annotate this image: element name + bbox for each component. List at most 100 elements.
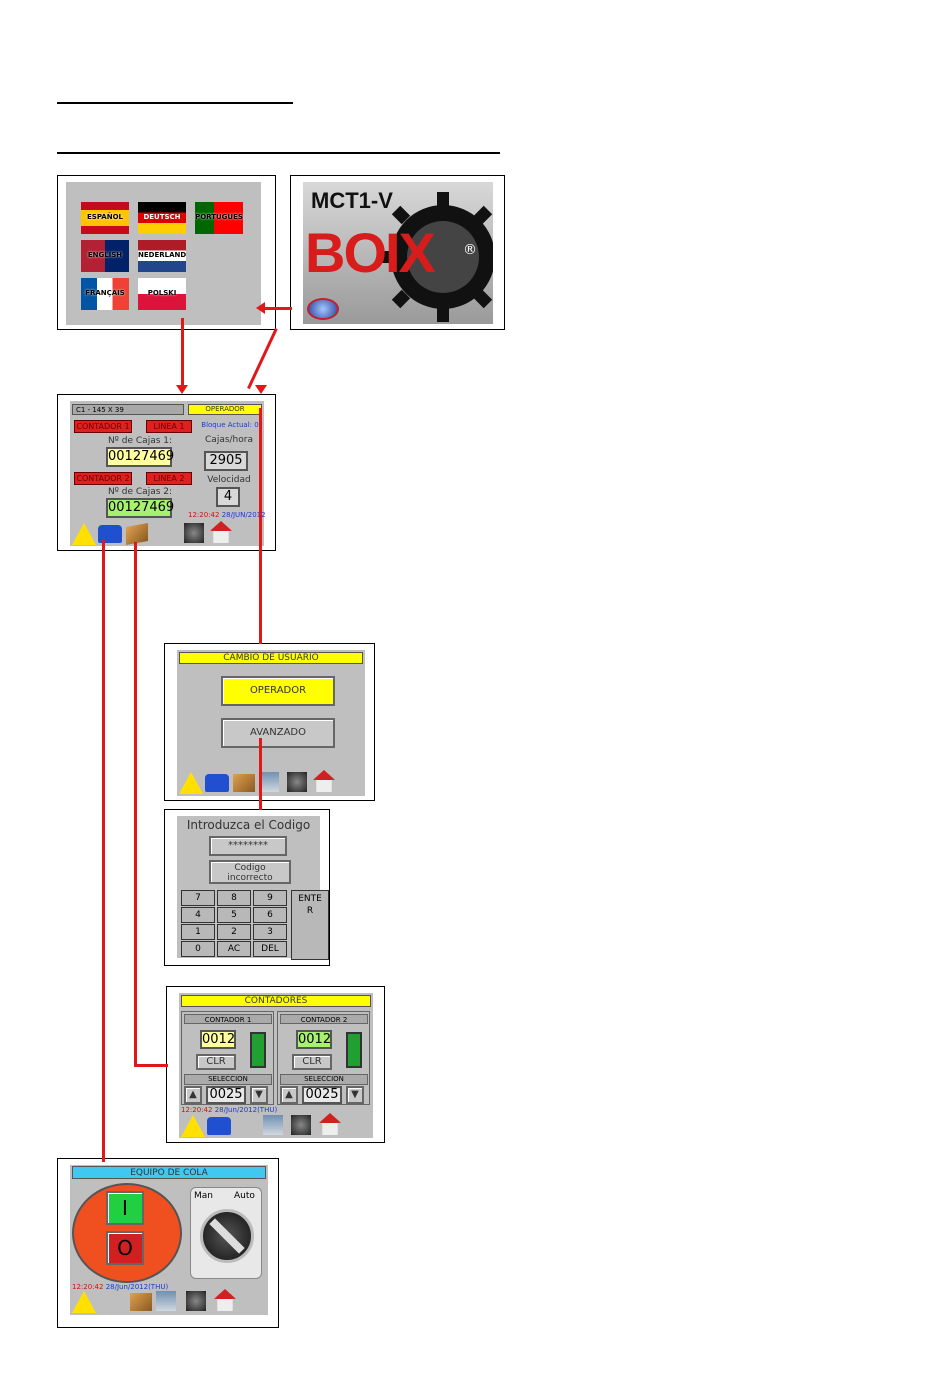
splash-screen: MCT1-V BOIX ®: [303, 182, 493, 324]
globe-icon[interactable]: [307, 298, 339, 320]
main-screen: C1 - 145 X 39 OPERADOR CONTADOR 1 LINEA …: [70, 401, 266, 546]
machine-icon[interactable]: [156, 1291, 176, 1311]
warning-icon[interactable]: [72, 1291, 96, 1313]
key-0[interactable]: 0: [181, 941, 215, 957]
key-1[interactable]: 1: [181, 924, 215, 940]
warning-icon[interactable]: [181, 1115, 205, 1137]
gauge-icon[interactable]: [184, 523, 204, 543]
contador1-button[interactable]: CONTADOR 1: [74, 420, 132, 433]
glue-equipment-icon[interactable]: [207, 1117, 231, 1135]
cola-title: EQUIPO DE COLA: [72, 1166, 266, 1179]
cajas1-label: Nº de Cajas 1:: [107, 436, 173, 446]
velocidad-label: Velocidad: [207, 475, 251, 485]
gauge-icon[interactable]: [287, 772, 307, 792]
glue-equipment-icon[interactable]: [205, 774, 229, 792]
connector-avanzado-to-codigo: [259, 738, 262, 810]
glue-equipment-icon[interactable]: [98, 525, 122, 543]
sel1-up-button[interactable]: ▲: [184, 1086, 202, 1104]
seleccion2-title: SELECCION: [280, 1074, 368, 1085]
warning-icon[interactable]: [72, 523, 96, 545]
key-2[interactable]: 2: [217, 924, 251, 940]
splash-title: MCT1-V: [311, 188, 393, 213]
linea1-button[interactable]: LINEA 1: [146, 420, 192, 433]
splash-brand: BOIX: [305, 221, 436, 284]
cola-datetime: 12:20:42 28/Jun/2012(THU): [72, 1283, 168, 1291]
contador2-button[interactable]: CONTADOR 2: [74, 472, 132, 485]
contador1-value: 0012: [200, 1030, 236, 1049]
linea2-button[interactable]: LINEA 2: [146, 472, 192, 485]
on-button[interactable]: I: [106, 1191, 144, 1225]
home-icon[interactable]: [214, 1289, 236, 1311]
codigo-screen-frame: Introduzca el Codigo ******** Codigo inc…: [164, 809, 330, 966]
contadores-time: 12:20:42: [181, 1106, 213, 1114]
codigo-title: Introduzca el Codigo: [186, 818, 311, 832]
velocidad-value: 4: [216, 487, 240, 507]
key-enter[interactable]: ENTER: [291, 890, 329, 960]
clr2-button[interactable]: CLR: [292, 1054, 332, 1070]
contador2-panel: CONTADOR 2 0012 CLR SELECCION ▲ 0025 ▼: [277, 1011, 370, 1105]
home-icon[interactable]: [210, 521, 232, 543]
key-7[interactable]: 7: [181, 890, 215, 906]
flag-espanol[interactable]: ESPAÑOL: [81, 202, 129, 234]
flag-label: NEDERLANDS: [138, 251, 186, 259]
cajas-hora-label: Cajas/hora: [205, 435, 253, 445]
bloque-label: Bloque Actual: 0: [201, 421, 259, 429]
arrow-lang: [256, 302, 265, 314]
key-5[interactable]: 5: [217, 907, 251, 923]
home-icon[interactable]: [313, 770, 335, 792]
sel2-value: 0025: [302, 1086, 342, 1104]
contador1-toggle[interactable]: [250, 1032, 266, 1068]
contador2-toggle[interactable]: [346, 1032, 362, 1068]
key-9[interactable]: 9: [253, 890, 287, 906]
machine-icon[interactable]: [263, 1115, 283, 1135]
user-button[interactable]: OPERADOR: [188, 404, 262, 415]
flag-polski[interactable]: POLSKI: [138, 278, 186, 310]
contador2-title: CONTADOR 2: [280, 1014, 368, 1024]
arrow-main-2: [255, 385, 267, 394]
gauge-icon[interactable]: [186, 1291, 206, 1311]
main-time: 12:20:42: [188, 511, 220, 519]
cambio-screen: CAMBIO DE USUARIO OPERADOR AVANZADO: [177, 650, 365, 796]
key-del[interactable]: DEL: [253, 941, 287, 957]
avanzado-button[interactable]: AVANZADO: [221, 718, 335, 748]
connector-glue-to-cola: [102, 540, 105, 1162]
warning-icon[interactable]: [179, 772, 203, 794]
connector-box-to-contadores-h: [134, 1064, 168, 1067]
operador-button[interactable]: OPERADOR: [221, 676, 335, 706]
off-button[interactable]: O: [106, 1231, 144, 1265]
gear-icon: [381, 192, 493, 322]
clr1-button[interactable]: CLR: [196, 1054, 236, 1070]
home-icon[interactable]: [319, 1113, 341, 1135]
codigo-screen: Introduzca el Codigo ******** Codigo inc…: [177, 816, 329, 960]
contador1-panel: CONTADOR 1 0012 CLR SELECCION ▲ 0025 ▼: [181, 1011, 274, 1105]
sel2-up-button[interactable]: ▲: [280, 1086, 298, 1104]
password-field[interactable]: ********: [209, 836, 287, 856]
flag-english[interactable]: ENGLISH: [81, 240, 129, 272]
flag-nederlands[interactable]: NEDERLANDS: [138, 240, 186, 272]
key-6[interactable]: 6: [253, 907, 287, 923]
cajas-hora-value: 2905: [204, 451, 248, 471]
cajas1-value: 00127469: [106, 447, 174, 467]
arrow-main-1: [176, 385, 188, 394]
cambio-screen-frame: CAMBIO DE USUARIO OPERADOR AVANZADO: [164, 643, 375, 801]
flag-portugues[interactable]: PORTUGUES: [195, 202, 243, 234]
sel2-down-button[interactable]: ▼: [346, 1086, 364, 1104]
box-icon[interactable]: [130, 1293, 152, 1311]
key-3[interactable]: 3: [253, 924, 287, 940]
header-rule-short: [57, 102, 293, 104]
language-screen: ESPAÑOL DEUTSCH PORTUGUES ENGLISH NEDERL…: [66, 182, 261, 325]
sel1-down-button[interactable]: ▼: [250, 1086, 268, 1104]
contadores-datetime: 12:20:42 28/Jun/2012(THU): [181, 1106, 277, 1114]
codigo-status: Codigo incorrecto: [209, 860, 291, 884]
flag-deutsch[interactable]: DEUTSCH: [138, 202, 186, 234]
gauge-icon[interactable]: [291, 1115, 311, 1135]
key-4[interactable]: 4: [181, 907, 215, 923]
machine-icon[interactable]: [259, 772, 279, 792]
contadores-screen-frame: CONTADORES CONTADOR 1 0012 CLR SELECCION…: [166, 986, 385, 1143]
box-icon[interactable]: [233, 774, 255, 792]
flag-francais[interactable]: FRANÇAIS: [81, 278, 129, 310]
key-ac[interactable]: AC: [217, 941, 251, 957]
key-8[interactable]: 8: [217, 890, 251, 906]
box-icon[interactable]: [126, 523, 148, 545]
seleccion1-title: SELECCION: [184, 1074, 272, 1085]
